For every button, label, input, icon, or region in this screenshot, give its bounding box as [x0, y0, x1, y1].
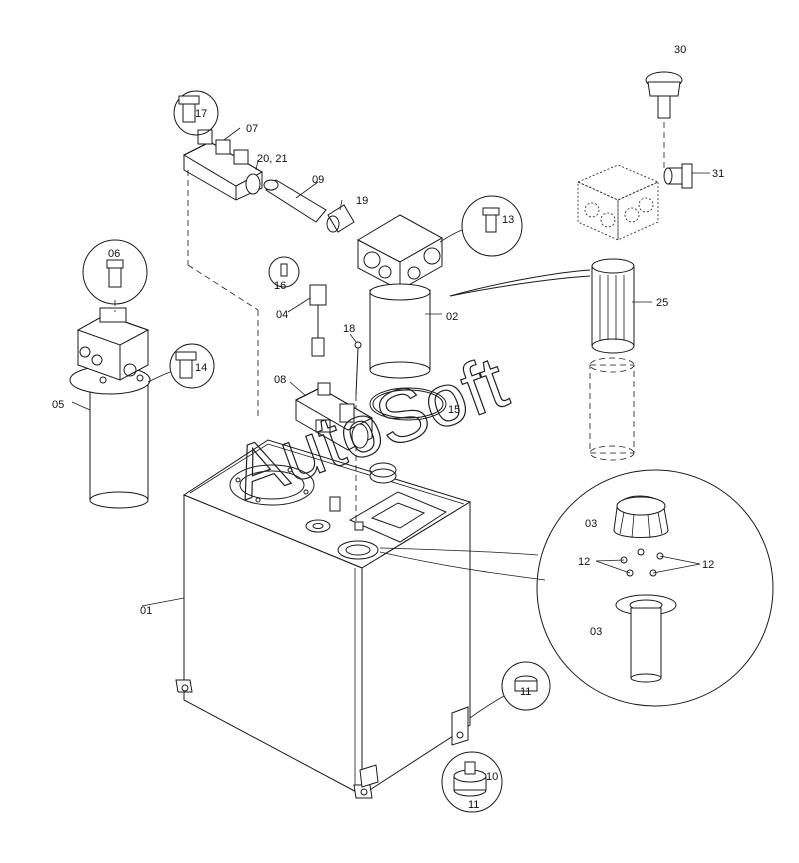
detail-circle-17 — [173, 90, 219, 136]
callout-30: 30 — [674, 44, 686, 56]
callout-02: 02 — [446, 311, 458, 323]
fitting-31 — [663, 163, 693, 189]
hydraulic-tank — [175, 439, 472, 799]
filter-element-ghost — [589, 357, 635, 461]
filter-housing-02 — [356, 214, 444, 379]
detail-circle-10-11 — [441, 751, 503, 813]
callout-12-left: 12 — [578, 556, 590, 568]
valve-block-ghost — [577, 122, 665, 241]
detail-circle-11-upper — [469, 661, 551, 719]
callout-11-lower: 11 — [468, 799, 479, 811]
leader-lines — [71, 127, 710, 607]
callout-03-neck: 03 — [590, 626, 602, 638]
detail-circle-14 — [147, 343, 215, 389]
callout-18: 18 — [343, 323, 355, 335]
level-sensor-04 — [309, 284, 327, 357]
o-ring-15 — [369, 387, 447, 421]
callout-06: 06 — [108, 248, 120, 260]
callout-12-right: 12 — [702, 559, 714, 571]
tank-top-openings — [229, 462, 448, 560]
manifold-block-08 — [294, 382, 374, 451]
callout-03-cap: 03 — [585, 518, 597, 530]
callout-14: 14 — [195, 362, 207, 374]
detail-circle-filler-cap — [379, 469, 774, 707]
filter-element-25 — [449, 258, 635, 354]
detail-circle-13 — [439, 195, 523, 257]
callout-01: 01 — [140, 605, 152, 617]
callout-17: 17 — [195, 108, 207, 120]
callout-16: 16 — [274, 280, 286, 292]
callout-09: 09 — [312, 174, 324, 186]
screw-30 — [645, 71, 683, 119]
callout-04: 04 — [276, 309, 288, 321]
callout-08: 08 — [274, 374, 286, 386]
callout-labels: 01 02 03 03 04 05 06 07 08 09 10 11 11 1… — [52, 44, 724, 811]
callout-19: 19 — [356, 195, 368, 207]
callout-20-21: 20, 21 — [257, 153, 288, 165]
tube-09 — [263, 179, 327, 223]
callout-25: 25 — [656, 297, 668, 309]
callout-31: 31 — [712, 168, 724, 180]
detail-circle-06 — [82, 239, 148, 312]
callout-15: 15 — [448, 404, 460, 416]
filter-assembly-05 — [69, 307, 151, 509]
detail-circle-16 — [268, 256, 300, 288]
callout-10: 10 — [486, 771, 498, 783]
callout-07: 07 — [246, 123, 258, 135]
manifold-block-07 — [182, 129, 264, 420]
fitting-19 — [326, 204, 355, 233]
callout-11-upper: 11 — [520, 686, 531, 698]
callout-05: 05 — [52, 399, 64, 411]
callout-13: 13 — [502, 214, 514, 226]
